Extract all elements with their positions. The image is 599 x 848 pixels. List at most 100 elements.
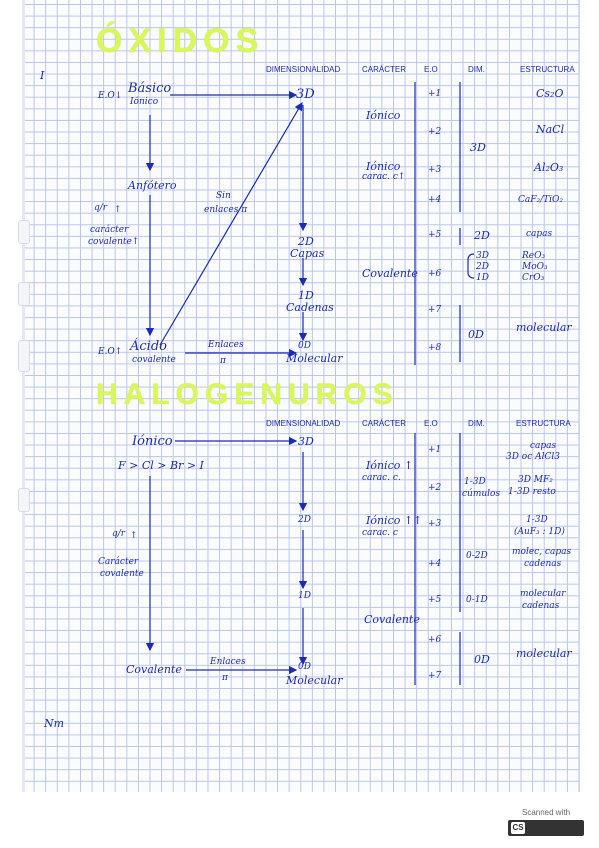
camscanner-watermark: Scanned with CS CamScanner bbox=[506, 808, 586, 848]
eo-value: +2 bbox=[428, 127, 442, 137]
estructura-value: NaCl bbox=[536, 123, 565, 136]
estructura-value: Al₂O₃ bbox=[534, 161, 564, 174]
covalente-up-label: covalente↑ bbox=[88, 237, 140, 247]
dim-3d-label: 3D bbox=[298, 435, 314, 448]
dim-value: 1-3D bbox=[464, 477, 486, 487]
dim-2d: 2D bbox=[474, 229, 490, 242]
header-dimensionalidad: DIMENSIONALIDAD bbox=[266, 65, 341, 74]
cadenas-label: Cadenas bbox=[286, 301, 334, 314]
eo-value: +7 bbox=[428, 305, 442, 315]
dim-value: 0-1D bbox=[466, 595, 488, 605]
dim-3d-label: 3D bbox=[296, 87, 315, 102]
header-eo: E.O bbox=[424, 65, 438, 74]
dim-0d: 0D bbox=[468, 328, 484, 341]
ionico-label: Iónico bbox=[132, 434, 173, 449]
header-estructura: ESTRUCTURA bbox=[520, 65, 575, 74]
estructura-value: (AuF₃ : 1D) bbox=[514, 527, 565, 537]
dim-value: 0D bbox=[474, 653, 490, 666]
halogen-order: F > Cl > Br > I bbox=[118, 459, 204, 472]
header-eo: E.O bbox=[424, 419, 438, 428]
dim-2d-label: 2D bbox=[298, 235, 314, 248]
caracter-ionico-cov: Iónico bbox=[366, 160, 401, 173]
eo-down-label: E.O↓ bbox=[98, 91, 123, 101]
binder-hole bbox=[18, 488, 30, 512]
estructura-value: molecular bbox=[516, 647, 572, 660]
q-r-fraction: q/r bbox=[94, 203, 108, 213]
eo-value: +5 bbox=[428, 595, 442, 605]
caracter-label: carácter bbox=[90, 225, 129, 235]
estructura-value: capas bbox=[530, 441, 557, 451]
caracter-covalente: Covalente bbox=[362, 267, 418, 280]
eo-value: +7 bbox=[428, 671, 442, 681]
pi-label: π bbox=[220, 356, 226, 366]
dim-2d-label: 2D bbox=[298, 515, 311, 525]
binder-hole bbox=[18, 220, 30, 244]
capas-label: Capas bbox=[290, 247, 325, 260]
acido-covalente-label: covalente bbox=[132, 355, 176, 365]
dim-value: 0-2D bbox=[466, 551, 488, 561]
roman-numeral-note: I bbox=[40, 69, 45, 82]
covalente-bottom-label: Covalente bbox=[126, 663, 182, 676]
dim-3d: 3D bbox=[470, 141, 486, 154]
eo-value: +3 bbox=[428, 165, 442, 175]
eo-value: +4 bbox=[428, 559, 442, 569]
up-arrow-glyph: ↑ bbox=[130, 531, 138, 541]
estructura-value: 1-3D bbox=[526, 515, 548, 525]
camscanner-icon: CS bbox=[511, 822, 525, 834]
header-dim: DIM. bbox=[468, 65, 485, 74]
eo-value: +6 bbox=[428, 269, 442, 279]
eo-value: +6 bbox=[428, 635, 442, 645]
binder-hole bbox=[18, 282, 30, 306]
caracter-ionico-2-sub: carac. c bbox=[362, 528, 398, 538]
eo-value: +5 bbox=[428, 230, 442, 240]
eo-value: +4 bbox=[428, 195, 442, 205]
caracter-ionico-1-sub: carac. c. bbox=[362, 473, 401, 483]
basico-label: Básico bbox=[128, 81, 172, 96]
covalente-label: covalente bbox=[100, 569, 144, 579]
stamp-caption: Scanned with bbox=[521, 808, 571, 817]
molecular-label: Molecular bbox=[286, 352, 343, 365]
dim-group: 2D bbox=[476, 262, 489, 272]
estructura-value: molecular bbox=[520, 589, 566, 599]
halogenuros-title: HALOGENUROS bbox=[96, 378, 399, 411]
header-caracter: CARÁCTER bbox=[362, 65, 407, 74]
header-dimensionalidad: DIMENSIONALIDAD bbox=[266, 419, 341, 428]
stamp-brand: CamScanner bbox=[508, 838, 567, 848]
header-dim: DIM. bbox=[468, 419, 485, 428]
q-r-fraction: q/r bbox=[112, 529, 126, 539]
dim-brace bbox=[467, 253, 475, 279]
caracter-covalente: Covalente bbox=[364, 613, 420, 626]
oxidos-title: ÓXIDOS bbox=[96, 22, 265, 60]
notebook-paper bbox=[22, 0, 580, 792]
dim-1d-label: 1D bbox=[298, 591, 311, 601]
dim-group: 3D bbox=[476, 251, 489, 261]
eo-value: +2 bbox=[428, 483, 442, 493]
estructura-value: cadenas bbox=[524, 559, 562, 569]
dim-group: 1D bbox=[476, 273, 489, 283]
estructura-value: Cs₂O bbox=[536, 87, 564, 100]
caracter-label: Carácter bbox=[98, 557, 139, 567]
estructura-group-value: ReO₃ bbox=[522, 251, 546, 261]
margin-note: Nm bbox=[44, 717, 65, 730]
eo-value: +3 bbox=[428, 519, 442, 529]
enlaces-label: Enlaces bbox=[208, 340, 244, 350]
ionico-label: Iónico bbox=[130, 97, 159, 107]
estructura-value: 3D MF₂ bbox=[518, 475, 553, 485]
eo-up-label: E.O↑ bbox=[98, 347, 123, 357]
estructura-value: 1-3D resto bbox=[508, 487, 556, 497]
dim-value: cúmulos bbox=[462, 489, 501, 499]
estructura-value: 3D oc AlCl3 bbox=[506, 452, 560, 462]
caracter-ionico: Iónico bbox=[366, 109, 401, 122]
eo-value: +8 bbox=[428, 343, 442, 353]
header-estructura: ESTRUCTURA bbox=[516, 419, 571, 428]
binder-hole bbox=[18, 340, 30, 372]
pi-label: π bbox=[222, 673, 228, 683]
estructura-group-value: MoO₃ bbox=[522, 262, 548, 272]
up-arrow-glyph: ↑ bbox=[114, 205, 122, 215]
sin-label: Sin bbox=[216, 191, 231, 201]
dim-1d-label: 1D bbox=[298, 289, 314, 302]
caracter-ionico-1: Iónico ↑ bbox=[366, 459, 414, 472]
estructura-value: CaF₂/TiO₂ bbox=[518, 195, 564, 205]
